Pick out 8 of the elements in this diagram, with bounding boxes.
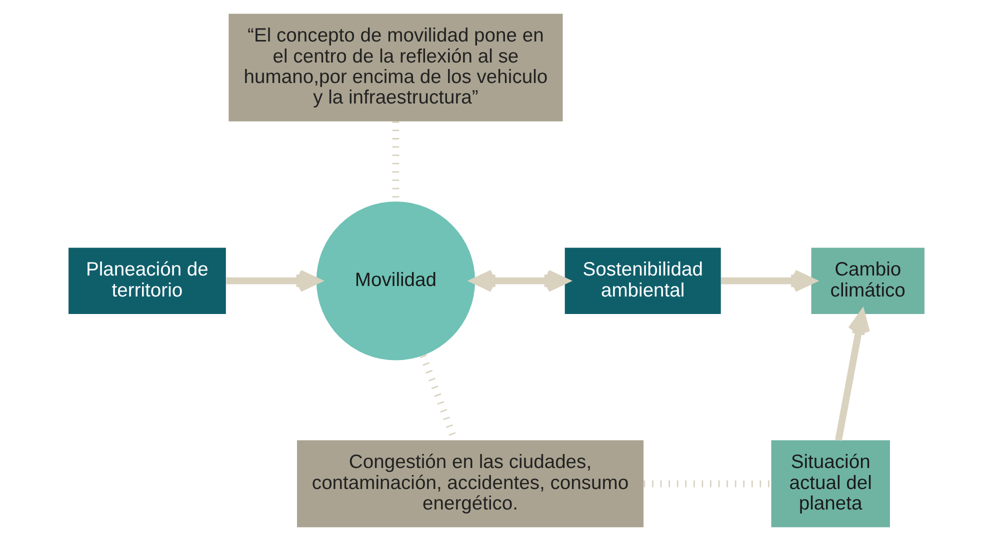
node-box: Congestión en las ciudades, contaminación, accidentes, consumo energético.: [297, 440, 644, 528]
connector: [644, 480, 772, 488]
node-box: Cambio climático: [811, 248, 924, 314]
node-box: “El concepto de movilidad pone en el centro de la reflexión al se humano,por encima de los vehiculo y la infraestructura”: [228, 14, 563, 122]
node-box: Sostenibilidad ambiental: [564, 248, 721, 314]
node-circle: Movilidad: [316, 201, 476, 360]
node-box: Planeación de territorio: [68, 248, 226, 314]
node-box: Situación actual del planeta: [771, 440, 890, 528]
